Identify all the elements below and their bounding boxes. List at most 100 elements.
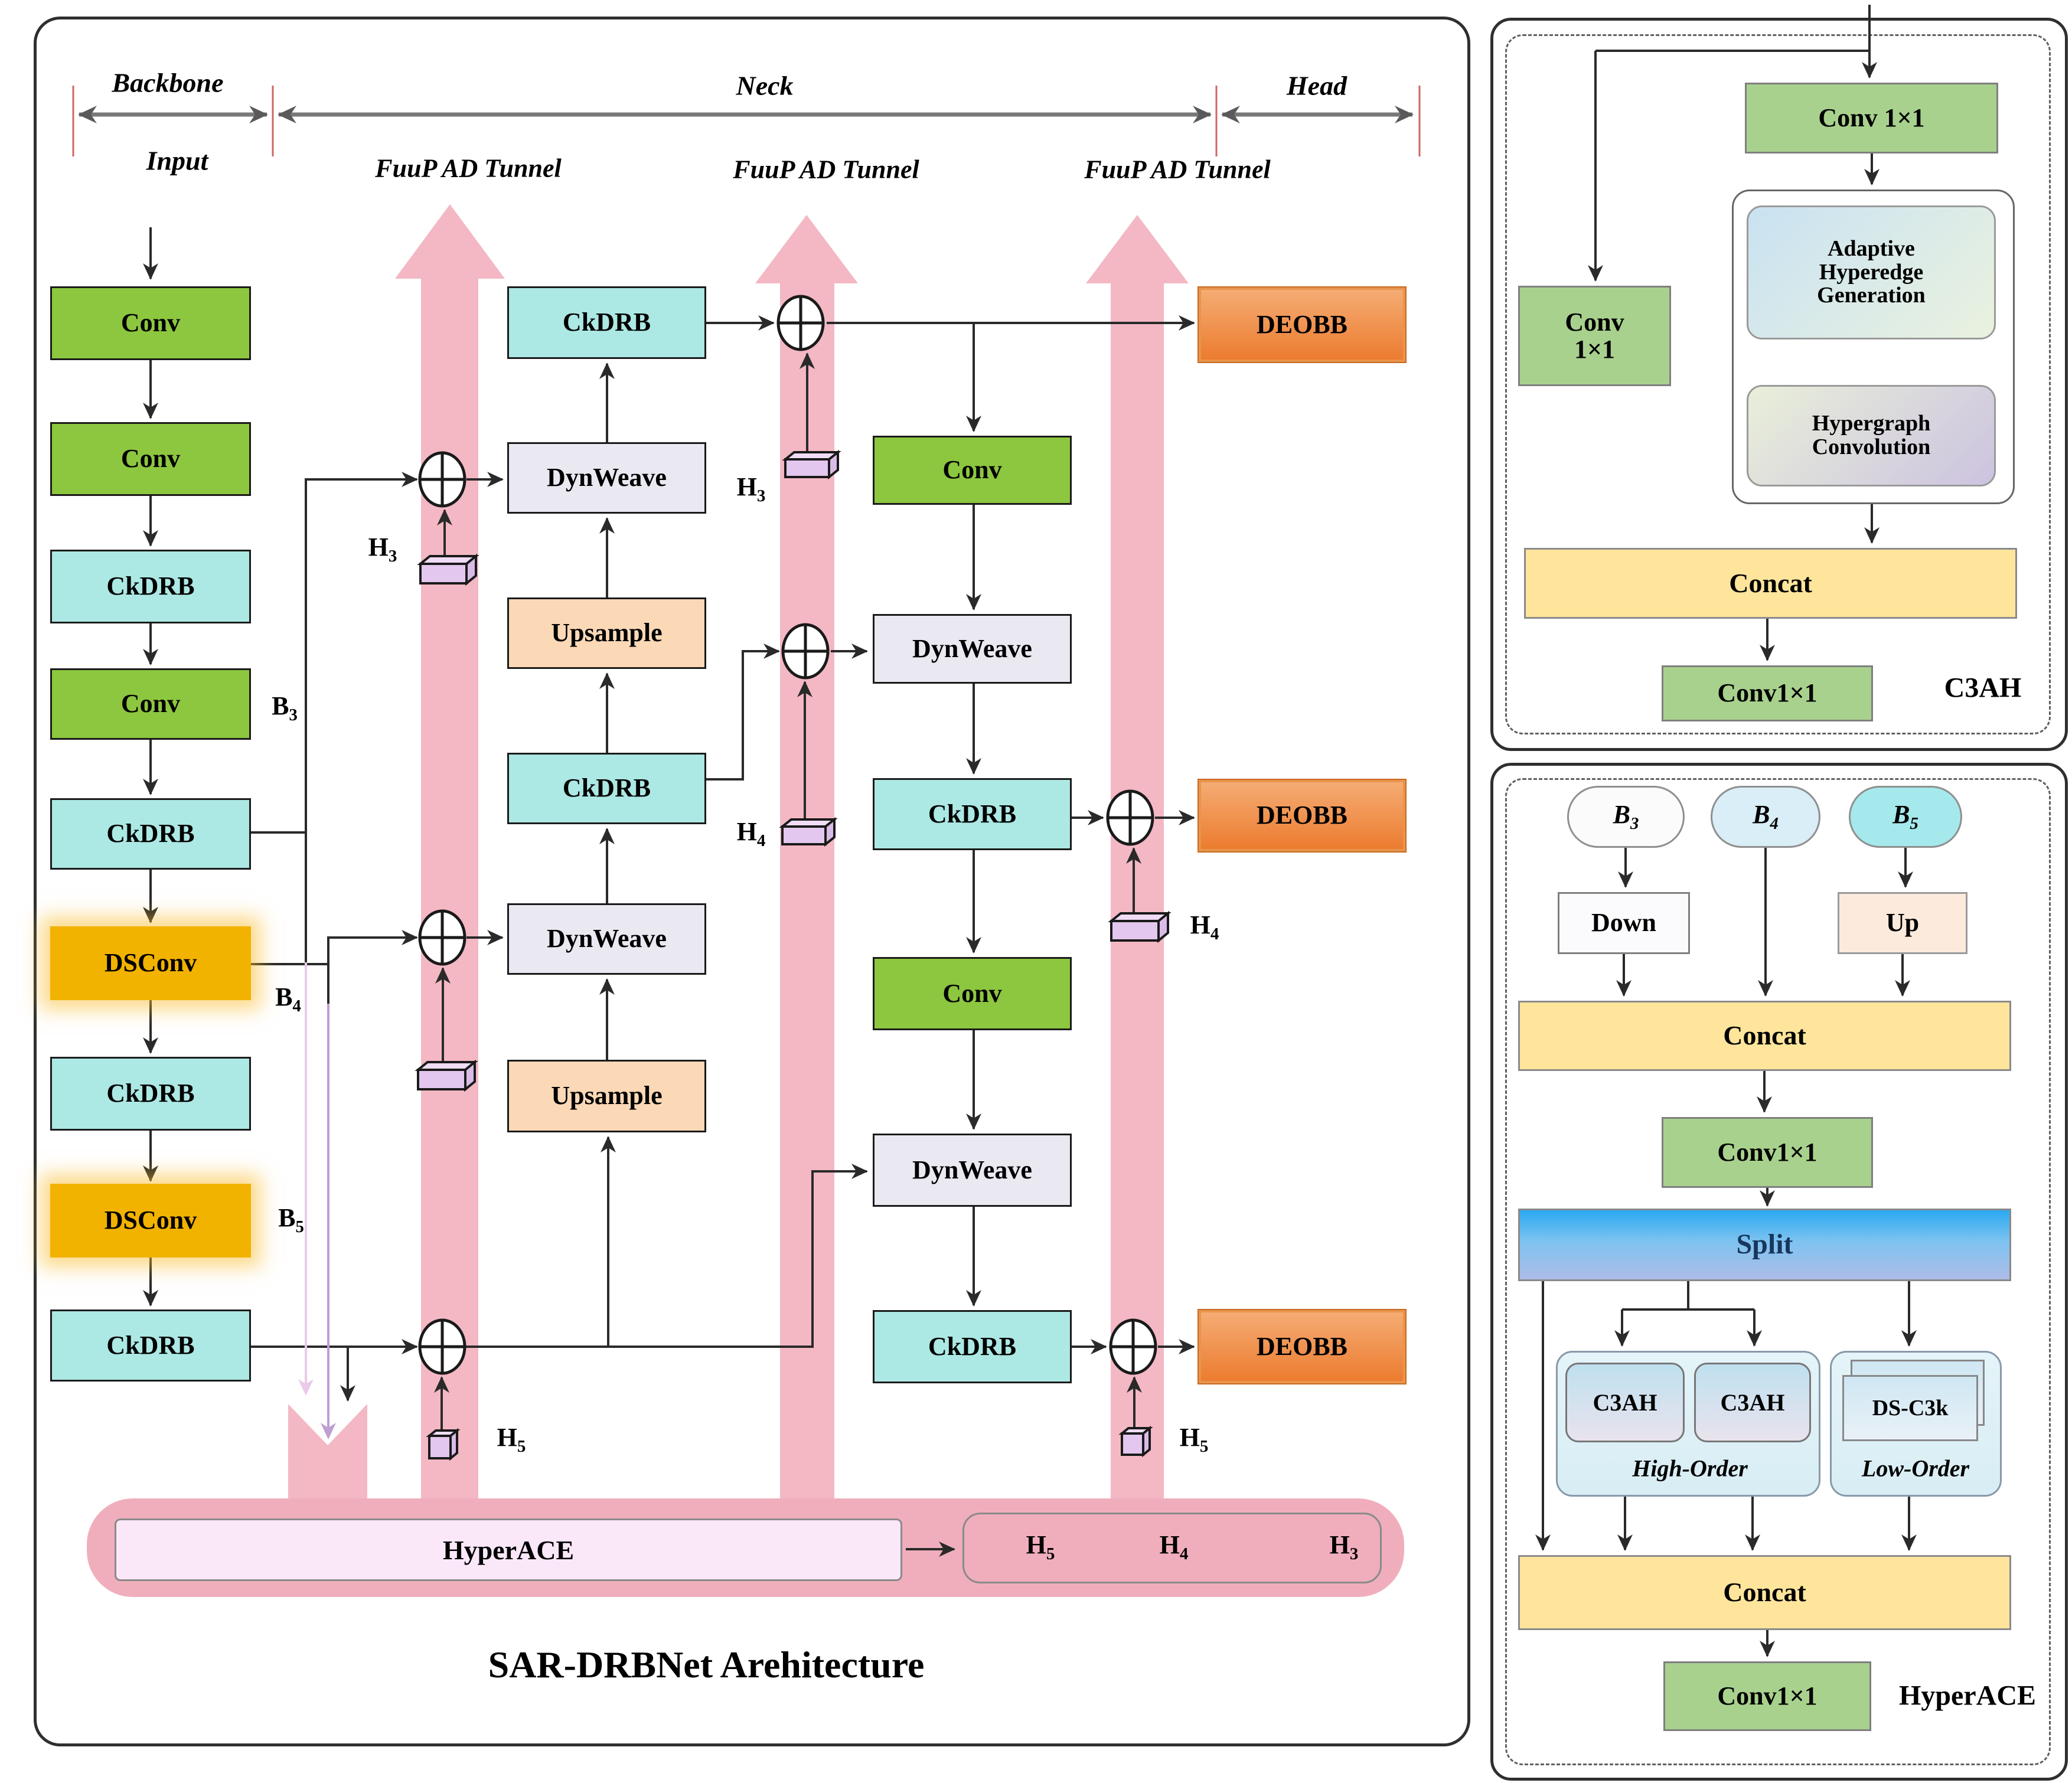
fuup-tunnel-arrow-1 [395, 204, 505, 1511]
hyp-concat-1: Concat [1518, 1001, 2011, 1071]
sum-icon [781, 623, 830, 680]
neck3-ckdrb-2: CkDRB [873, 1310, 1072, 1383]
h4-slab-icon [779, 817, 838, 847]
h5-label: H5 [497, 1423, 526, 1456]
low-order-label: Low-Order [1861, 1455, 1970, 1482]
tunnel-label-2: FuuP AD Tunnel [733, 155, 919, 184]
h3-label: H3 [736, 472, 766, 505]
neck2-upsample-2: Upsample [507, 1060, 706, 1132]
legend-h3-label: H3 [1329, 1530, 1359, 1563]
section-label-head: Head [1286, 70, 1347, 101]
b3-label: B3 [272, 691, 298, 724]
hyp-c3ah-1: C3AH [1565, 1363, 1685, 1442]
backbone-dsconv-1: DSConv [50, 926, 251, 1000]
legend-h4-label: H4 [1159, 1530, 1189, 1563]
c3ah-concat: Concat [1524, 548, 2017, 619]
h5-cube-icon [1118, 1425, 1153, 1458]
neck2-ckdrb-2: CkDRB [507, 753, 706, 824]
b4-label: B4 [275, 982, 301, 1015]
h-feature-legend [962, 1513, 1382, 1583]
hyperace-funnel-arrow [288, 1404, 367, 1511]
h4-slab-icon [1108, 910, 1172, 943]
head-deobb-3: DEOBB [1197, 1309, 1407, 1384]
main-connectors [143, 227, 1195, 1557]
input-label: Input [146, 145, 208, 176]
hyperace-panel-dashed-border [1505, 778, 2051, 1765]
section-label-backbone: Backbone [112, 67, 224, 98]
backbone-ckdrb-4: CkDRB [50, 1310, 251, 1382]
hyperace-panel-border [1490, 763, 2068, 1781]
hyp-b5-pill: B5 [1849, 786, 1962, 848]
hyperace-tag: HyperACE [1899, 1680, 2036, 1712]
backbone-ckdrb-1: CkDRB [50, 550, 251, 623]
section-tick-marks [72, 86, 1421, 156]
backbone-ckdrb-3: CkDRB [50, 1057, 251, 1131]
h4-label: H4 [736, 817, 766, 850]
ahg-line1: Adaptive [1828, 236, 1915, 261]
hyperace-input-drops [298, 962, 336, 1439]
h4-label: H4 [1190, 910, 1219, 943]
hyp-conv1x1-2: Conv1×1 [1663, 1661, 1871, 1731]
c3ah-connectors [1588, 5, 1880, 661]
hyp-up: Up [1838, 892, 1967, 954]
c3ah-conv1x1-left-line1: Conv [1565, 307, 1624, 337]
tunnel-label-1: FuuP AD Tunnel [375, 154, 562, 183]
hg-line2: Convolution [1812, 435, 1931, 459]
h5-cube-icon [426, 1428, 461, 1461]
sum-icon [418, 909, 466, 966]
h5-label: H5 [1179, 1423, 1209, 1456]
neck2-ckdrb-1: CkDRB [507, 286, 706, 359]
backbone-conv-2: Conv [50, 422, 251, 496]
backbone-ckdrb-2: CkDRB [50, 798, 251, 870]
high-order-label: High-Order [1632, 1455, 1748, 1482]
c3ah-conv1x1-out: Conv1×1 [1662, 665, 1873, 721]
main-panel-border [34, 17, 1470, 1746]
c3ah-panel-dashed-border [1505, 34, 2051, 734]
neck3-dynweave-1: DynWeave [873, 614, 1072, 684]
sum-icon [1106, 789, 1154, 846]
c3ah-hypergraph-convolution: Hypergraph Convolution [1747, 385, 1996, 486]
neck3-conv-2: Conv [873, 957, 1072, 1030]
neck2-upsample-1: Upsample [507, 597, 706, 669]
h3-slab-icon [417, 553, 479, 586]
hyp-b4-pill: B4 [1711, 786, 1820, 848]
sum-icon [1109, 1318, 1157, 1375]
sum-icon [418, 1318, 466, 1375]
sum-icon [776, 295, 825, 351]
ahg-line3: Generation [1817, 283, 1926, 308]
h3-slab-icon [782, 449, 841, 480]
backbone-conv-1: Conv [50, 286, 251, 360]
sum-nodes [418, 295, 1157, 1375]
legend-h5-label: H5 [1026, 1530, 1055, 1563]
neck3-ckdrb-1: CkDRB [873, 778, 1072, 850]
head-deobb-1: DEOBB [1197, 286, 1407, 363]
hyp-conv1x1-1: Conv1×1 [1662, 1117, 1873, 1188]
hyp-down: Down [1558, 892, 1690, 954]
head-deobb-2: DEOBB [1197, 779, 1407, 853]
fuup-tunnel-arrow-3 [1086, 215, 1189, 1511]
neck2-dynweave-1: DynWeave [507, 442, 706, 514]
neck3-dynweave-2: DynWeave [873, 1134, 1072, 1207]
hg-line1: Hypergraph [1812, 411, 1931, 436]
dsc3k-card-front: DS-C3k [1842, 1375, 1978, 1441]
backbone-conv-3: Conv [50, 668, 251, 740]
h3-label: H3 [368, 533, 397, 566]
c3ah-conv1x1-top: Conv 1×1 [1745, 83, 1998, 154]
c3ah-tag: C3AH [1944, 672, 2022, 704]
hyperace-bar: HyperACE [115, 1519, 902, 1581]
tunnel-label-3: FuuP AD Tunnel [1084, 155, 1271, 184]
hyp-c3ah-2: C3AH [1694, 1363, 1811, 1442]
c3ah-conv1x1-left-line2: 1×1 [1574, 335, 1616, 364]
b5-label: B5 [278, 1203, 304, 1236]
section-label-neck: Neck [736, 70, 794, 101]
figure-title: SAR-DRBNet Arehitecture [488, 1644, 925, 1686]
hyp-b3-pill: B3 [1567, 786, 1685, 848]
hyp-concat-2: Concat [1518, 1555, 2011, 1630]
neck3-conv-1: Conv [873, 436, 1072, 505]
fuup-tunnel-arrow-2 [755, 215, 858, 1511]
sum-icon [418, 451, 466, 508]
backbone-dsconv-2: DSConv [50, 1184, 251, 1258]
c3ah-conv1x1-left: Conv 1×1 [1518, 286, 1671, 386]
hyp-split: Split [1518, 1209, 2011, 1281]
ahg-line2: Hyperedge [1819, 259, 1924, 285]
